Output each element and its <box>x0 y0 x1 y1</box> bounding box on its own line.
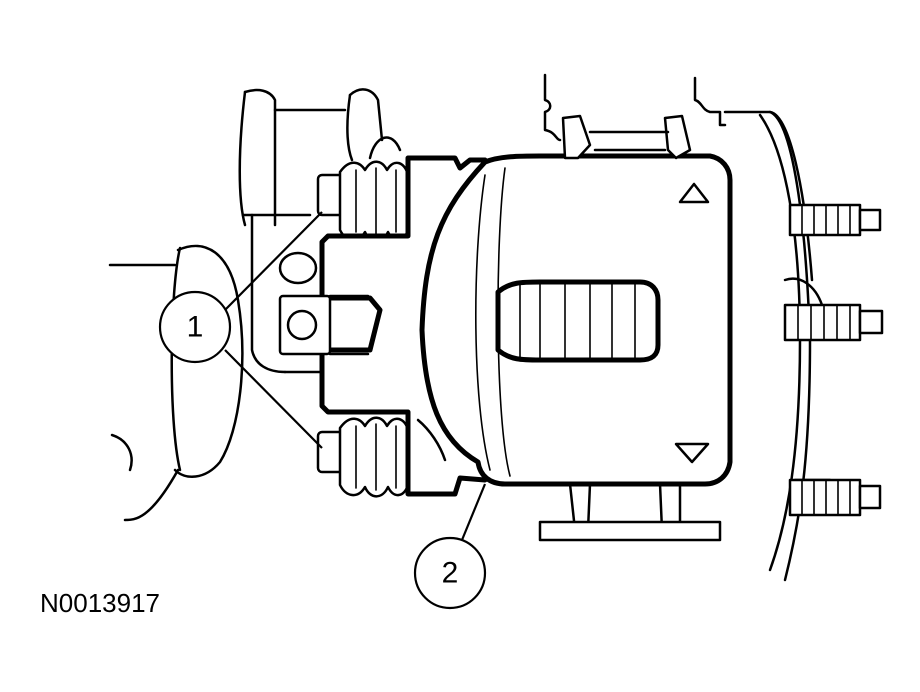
callout-1-label: 1 <box>187 311 204 344</box>
wheel-stud-middle <box>783 303 884 342</box>
caliper-guide-pin-bolt-lower <box>316 416 410 498</box>
callout-leaders <box>224 211 487 541</box>
brake-caliper <box>419 153 733 487</box>
steering-knuckle <box>108 88 384 522</box>
caliper-guide-pin-bolt-upper <box>316 136 410 243</box>
wheel-stud-upper <box>788 203 882 237</box>
callout-1: 1 <box>158 290 232 364</box>
callout-2-label: 2 <box>442 557 459 590</box>
brake-pad-clips <box>538 73 727 542</box>
wheel-stud-lower <box>788 478 882 517</box>
callout-2: 2 <box>413 536 487 610</box>
figure-id-label: N0013917 <box>40 588 160 618</box>
